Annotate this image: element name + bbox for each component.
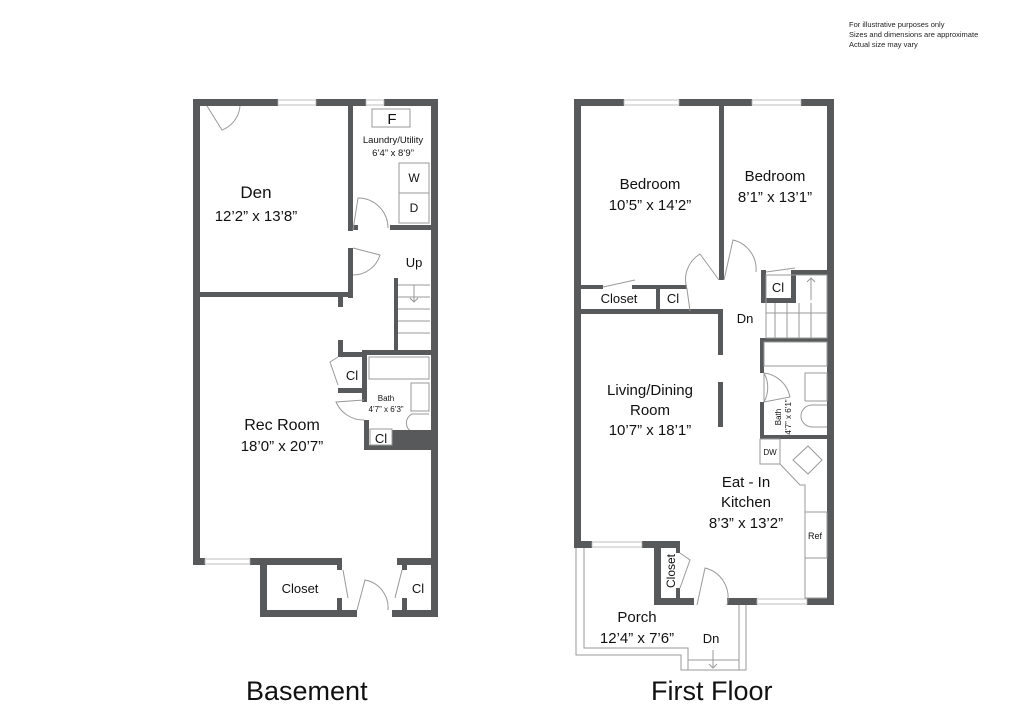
closet-label: Cl <box>375 431 387 446</box>
rec-room-dims: 18’0” x 20’7” <box>241 438 324 455</box>
furnace-label: F <box>387 111 396 128</box>
porch-label: Porch <box>617 609 656 626</box>
laundry-label: Laundry/Utility <box>363 135 423 146</box>
fridge-label: Ref <box>808 531 823 541</box>
bath-dims: 4’7” x 6’1” <box>784 399 793 434</box>
bedroom-dims: 8’1” x 13’1” <box>738 189 812 206</box>
living-room-label: Living/Dining <box>607 382 693 399</box>
den-label: Den <box>240 183 271 202</box>
basement-title: Basement <box>246 676 368 706</box>
dishwasher-label: DW <box>763 448 777 457</box>
den-dims: 12’2” x 13’8” <box>215 208 298 225</box>
stairs-down-label: Dn <box>737 311 754 326</box>
closet-label: Cl <box>412 581 424 596</box>
laundry-dims: 6’4” x 8’9” <box>372 148 414 159</box>
first-floor-labels: Bedroom 10’5” x 14’2” Bedroom 8’1” x 13’… <box>600 168 823 647</box>
living-room-label-2: Room <box>630 402 670 419</box>
dryer-label: D <box>410 201 419 215</box>
washer-label: W <box>408 171 420 185</box>
rec-room-label: Rec Room <box>244 417 320 434</box>
closet-label: Closet <box>664 553 678 588</box>
closet-label: Cl <box>772 280 784 295</box>
first-floor-plan <box>574 99 834 671</box>
living-room-dims: 10’7” x 18’1” <box>609 422 692 439</box>
closet-label: Cl <box>346 368 358 383</box>
closet-label: Closet <box>282 581 319 596</box>
kitchen-label: Eat - In <box>722 474 770 491</box>
bath-dims: 4’7” x 6’3” <box>368 405 403 414</box>
disclaimer-line: For illustrative purposes only <box>849 20 945 29</box>
basement-plan <box>193 99 438 617</box>
kitchen-dims: 8’3” x 13’2” <box>709 515 783 532</box>
disclaimer: For illustrative purposes only Sizes and… <box>849 20 978 50</box>
bath-label: Bath <box>774 409 783 425</box>
bath-label: Bath <box>378 394 394 403</box>
porch-dims: 12’4” x 7’6” <box>600 630 674 647</box>
closet-label: Closet <box>601 291 638 306</box>
stairs-up-label: Up <box>406 255 423 270</box>
bedroom-dims: 10’5” x 14’2” <box>609 197 692 214</box>
closet-label: Cl <box>667 291 679 306</box>
porch-stairs-label: Dn <box>703 631 720 646</box>
bedroom-label: Bedroom <box>745 168 806 185</box>
bedroom-label: Bedroom <box>620 176 681 193</box>
basement-labels: Den 12’2” x 13’8” F Laundry/Utility 6’4”… <box>215 111 425 596</box>
kitchen-label-2: Kitchen <box>721 494 771 511</box>
disclaimer-line: Sizes and dimensions are approximate <box>849 30 979 39</box>
first-floor-title: First Floor <box>651 676 773 706</box>
disclaimer-line: Actual size may vary <box>849 40 918 49</box>
